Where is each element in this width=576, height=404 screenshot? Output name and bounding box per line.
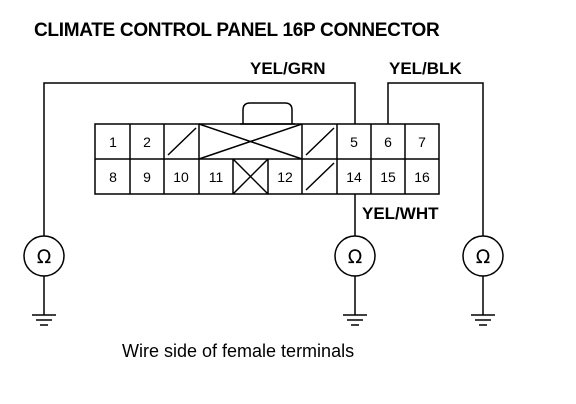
wire-yel-grn bbox=[43, 82, 356, 236]
pin-number: 9 bbox=[143, 169, 151, 185]
unused-cavity-3 bbox=[167, 127, 197, 156]
pin-number: 11 bbox=[209, 169, 224, 185]
wire-label-yel-blk: YEL/BLK bbox=[389, 59, 462, 78]
wire-yel-blk bbox=[387, 82, 484, 236]
pin-number: 14 bbox=[346, 169, 362, 185]
wire-label-yel-grn: YEL/GRN bbox=[250, 59, 326, 78]
pin-number: 16 bbox=[414, 169, 430, 185]
ground-icon-left bbox=[32, 314, 56, 326]
pin-number: 10 bbox=[173, 169, 189, 185]
ground-icon-right bbox=[471, 314, 495, 326]
pin-number: 1 bbox=[109, 134, 117, 150]
pin-number: 15 bbox=[380, 169, 396, 185]
diagram-caption: Wire side of female terminals bbox=[122, 341, 354, 361]
unused-cavity-4-cross bbox=[198, 123, 303, 160]
pin-number: 2 bbox=[143, 134, 151, 150]
pin-number: 7 bbox=[418, 134, 426, 150]
unused-cavity-cross-b bbox=[232, 158, 269, 195]
ohm-icon: Ω bbox=[348, 246, 363, 268]
pin-number: 8 bbox=[109, 169, 117, 185]
wire-label-yel-wht: YEL/WHT bbox=[362, 204, 439, 223]
unused-cavity-13 bbox=[305, 162, 335, 191]
ground-icon-middle bbox=[343, 314, 367, 326]
diagram-title: CLIMATE CONTROL PANEL 16P CONNECTOR bbox=[34, 20, 440, 41]
unused-cavity-row1 bbox=[305, 127, 335, 156]
pin-number: 6 bbox=[384, 134, 392, 150]
pin-number: 12 bbox=[277, 169, 293, 185]
ohm-icon: Ω bbox=[37, 246, 52, 268]
connector-latch bbox=[242, 102, 293, 124]
ohm-icon: Ω bbox=[476, 246, 491, 268]
pin-number: 5 bbox=[350, 134, 358, 150]
